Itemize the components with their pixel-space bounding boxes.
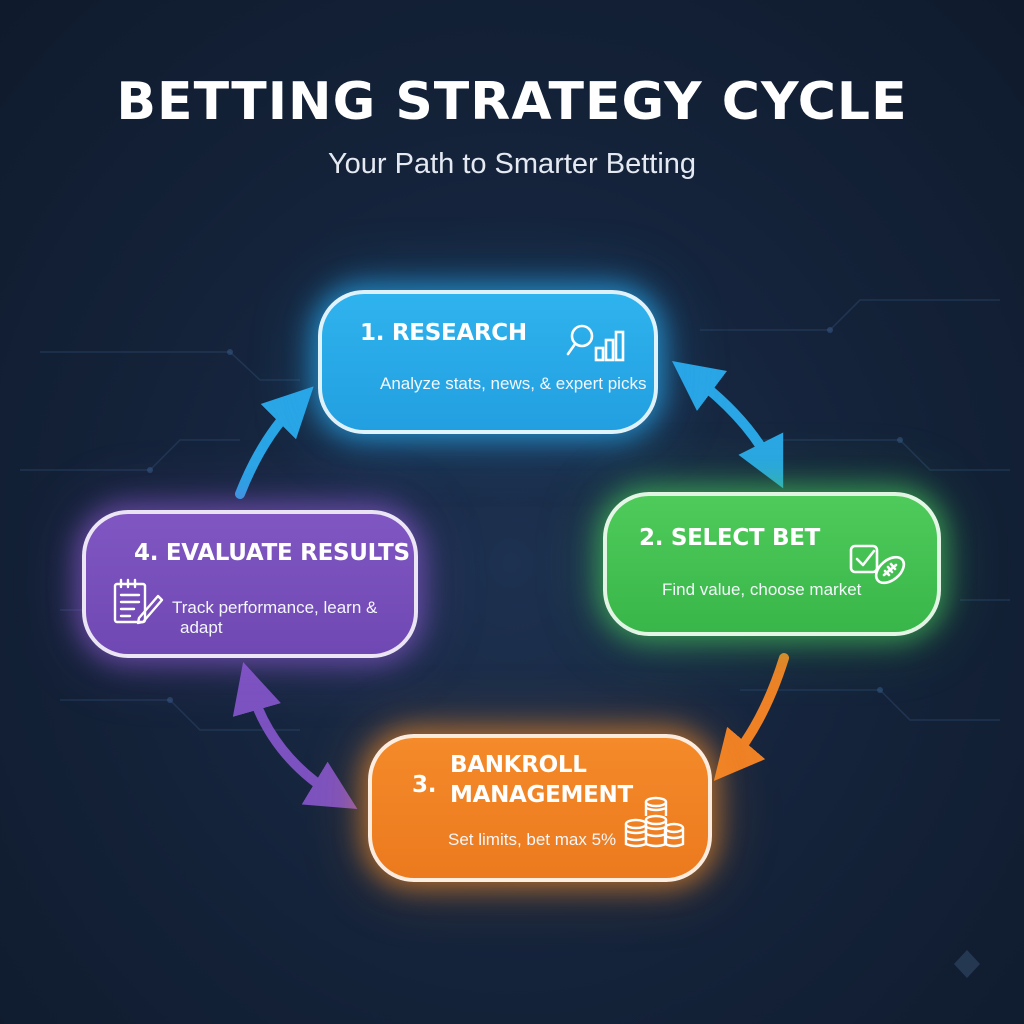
select-bet-step-title: 2. SELECT BET <box>639 525 820 551</box>
select-bet-step-description: Find value, choose market <box>662 580 862 599</box>
research-step-label: RESEARCH <box>391 320 527 346</box>
research-step-title: 1. RESEARCH <box>360 320 527 346</box>
bankroll-step-number: 3. <box>412 772 437 798</box>
evaluate-step-title: 4. EVALUATE RESULTS <box>134 540 410 566</box>
step-card-bankroll-management <box>368 734 712 882</box>
arrow-evaluate-to-research <box>235 386 314 499</box>
bankroll-step-title-line1: BANKROLL <box>450 752 587 778</box>
select-bet-step-label: SELECT BET <box>670 525 821 551</box>
evaluate-step-description-line2: adapt <box>180 618 223 637</box>
step-card-research <box>318 290 658 434</box>
bankroll-step-title-line2: MANAGEMENT <box>450 782 633 808</box>
bankroll-step-description: Set limits, bet max 5% <box>448 830 617 849</box>
page-title: BETTING STRATEGY CYCLE <box>116 72 908 132</box>
select-bet-step-number: 2. <box>639 525 664 551</box>
page-subtitle: Your Path to Smarter Betting <box>327 148 697 180</box>
checkbox-football-icon <box>849 544 906 585</box>
research-step-description: Analyze stats, news, & expert picks <box>380 374 647 393</box>
research-step-number: 1. <box>360 320 385 346</box>
notepad-pencil-icon <box>113 578 164 625</box>
evaluate-step-description-line1: Track performance, learn & <box>172 598 378 617</box>
step-card-select-bet <box>603 492 941 636</box>
arrow-select-to-bankroll <box>713 653 789 782</box>
coin-stacks-icon <box>624 796 685 848</box>
magnifier-chart-icon <box>566 324 625 362</box>
evaluate-step-label: EVALUATE RESULTS <box>165 540 410 566</box>
evaluate-step-number: 4. <box>134 540 159 566</box>
arrow-bankroll-to-evaluate <box>232 661 358 809</box>
arrow-research-to-select <box>672 360 784 489</box>
